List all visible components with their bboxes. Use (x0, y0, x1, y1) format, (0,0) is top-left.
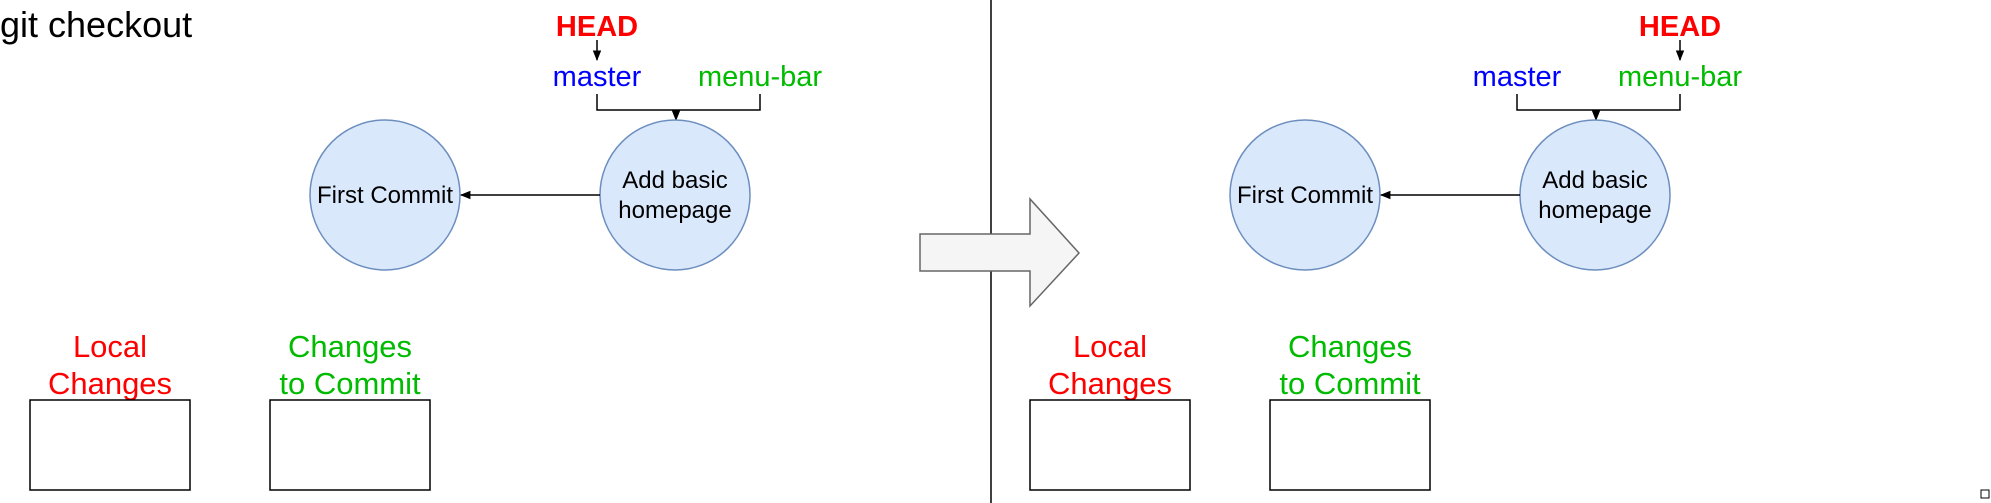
changes-to-commit-box (1269, 399, 1431, 491)
branch-bracket (596, 94, 761, 111)
local-changes-label-line2: Changes (1048, 366, 1172, 401)
local-changes-label-line1: Local (73, 329, 147, 364)
commit-second-label-line2: homepage (1538, 197, 1651, 224)
commit-second-circle (599, 119, 751, 271)
branch-master-label: master (553, 61, 642, 93)
commit-second-label-line2: homepage (618, 197, 731, 224)
branch-master-label: master (1473, 61, 1562, 93)
diagram-title: git checkout (0, 4, 192, 45)
commit-second-label-line1: Add basic (1542, 167, 1647, 194)
head-label: HEAD (1639, 11, 1721, 43)
branch-bracket (1516, 94, 1681, 111)
commit-first-label: First Commit (1237, 182, 1373, 209)
changes-to-commit-label-line2: to Commit (279, 366, 421, 401)
local-changes-label-line1: Local (1073, 329, 1147, 364)
branch-menu-bar-label: menu-bar (698, 61, 822, 93)
local-changes-label-line2: Changes (48, 366, 172, 401)
commit-second-circle (1519, 119, 1671, 271)
local-changes-box (29, 399, 191, 491)
before-panel: HEAD master menu-bar First Commit Add ba… (29, 11, 822, 491)
changes-to-commit-label-line1: Changes (288, 329, 412, 364)
local-changes-box (1029, 399, 1191, 491)
changes-to-commit-box (269, 399, 431, 491)
after-panel: HEAD master menu-bar First Commit Add ba… (1029, 11, 1742, 491)
commit-first-label: First Commit (317, 182, 453, 209)
commit-second-label-line1: Add basic (622, 167, 727, 194)
branch-menu-bar-label: menu-bar (1618, 61, 1742, 93)
changes-to-commit-label-line2: to Commit (1279, 366, 1421, 401)
head-label: HEAD (556, 11, 638, 43)
resize-handle[interactable] (1980, 489, 1990, 499)
right-arrow-icon (919, 197, 1081, 308)
changes-to-commit-label-line1: Changes (1288, 329, 1412, 364)
